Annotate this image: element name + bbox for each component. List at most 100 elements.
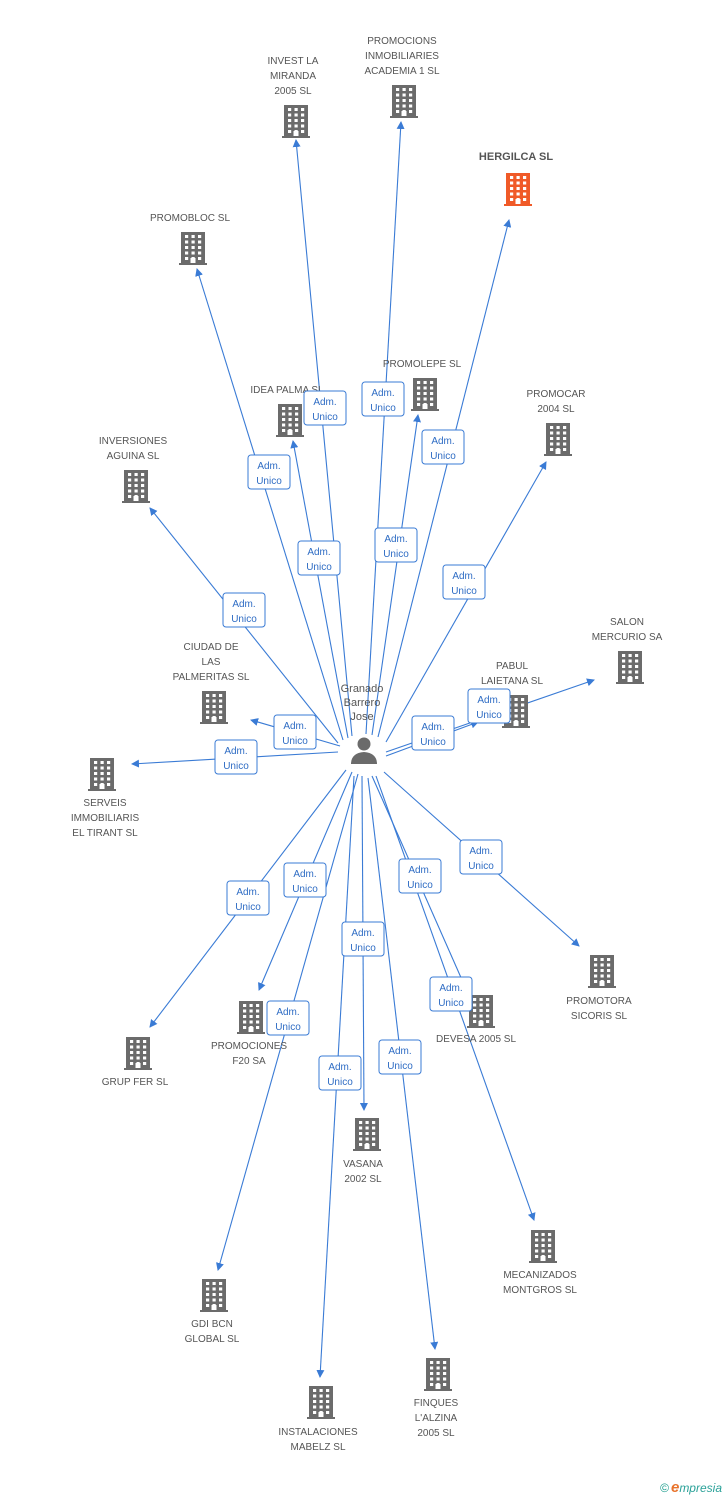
company-node-promolepe[interactable]: PROMOLEPE SL bbox=[383, 359, 462, 411]
relation-role-line-2: Unico bbox=[438, 998, 464, 1009]
relation-role-line-1: Adm. bbox=[328, 1062, 351, 1073]
company-node-mecanizados[interactable]: MECANIZADOS MONTGROS SL bbox=[503, 1230, 577, 1296]
company-label-gdi-line-1: GDI BCN bbox=[191, 1319, 233, 1330]
relation-role-line-1: Adm. bbox=[257, 461, 280, 472]
edge-hergilca bbox=[377, 219, 512, 738]
company-label-promocar-line-1: PROMOCAR bbox=[527, 389, 586, 400]
relation-label-mecanizados[interactable]: Adm.Unico bbox=[429, 976, 473, 1012]
company-node-promobloc[interactable]: PROMOBLOC SL bbox=[150, 213, 230, 265]
relation-role-line-2: Unico bbox=[420, 737, 446, 748]
company-label-serveis-line-3: EL TIRANT SL bbox=[72, 828, 138, 839]
relation-label-serveis[interactable]: Adm. Unico bbox=[214, 739, 258, 775]
relation-label-finques[interactable]: Adm. Unico bbox=[378, 1039, 422, 1075]
building-icon bbox=[467, 995, 495, 1028]
relation-label-mabelz[interactable]: Adm. Unico bbox=[318, 1055, 362, 1091]
company-label-salon-line-1: SALON bbox=[610, 617, 644, 628]
relation-label-pabul[interactable]: Adm. Unico bbox=[411, 715, 455, 751]
relation-role-line-1: Adm. bbox=[236, 887, 259, 898]
company-label-pabul-line-1: PABUL bbox=[496, 661, 528, 672]
building-icon bbox=[588, 955, 616, 988]
relation-role-line-2: Unico bbox=[350, 943, 376, 954]
relation-label-vasana[interactable]: Adm.Unico bbox=[341, 921, 385, 957]
relation-role-line-1: Adm. bbox=[224, 746, 247, 757]
company-node-gdi[interactable]: GDI BCN GLOBAL SL bbox=[185, 1279, 240, 1345]
company-node-aguina[interactable]: INVERSIONES AGUINA SL bbox=[99, 436, 168, 503]
relation-role-line-1: Adm. bbox=[421, 722, 444, 733]
company-label-hergilca-line-1: HERGILCA SL bbox=[479, 151, 553, 163]
center-name-line-1: Granado bbox=[341, 683, 384, 695]
relation-label-ideapalma[interactable]: Adm.Unico bbox=[297, 540, 341, 576]
company-node-devesa[interactable]: DEVESA 2005 SL bbox=[436, 995, 516, 1045]
company-label-devesa-line-1: DEVESA 2005 SL bbox=[436, 1034, 516, 1045]
relation-role-line-1: Adm. bbox=[388, 1046, 411, 1057]
relation-role-line-1: Adm. bbox=[408, 865, 431, 876]
relation-role-line-1: Adm. bbox=[384, 534, 407, 545]
building-icon bbox=[529, 1230, 557, 1263]
relation-role-line-1: Adm. bbox=[232, 599, 255, 610]
relation-role-line-2: Unico bbox=[312, 412, 338, 423]
relation-label-promocar[interactable]: Adm.Unico bbox=[442, 564, 486, 600]
relation-label-promotora[interactable]: Adm. Unico bbox=[459, 839, 503, 875]
relation-label-grupfer[interactable]: Adm. Unico bbox=[226, 880, 270, 916]
company-node-serveis[interactable]: SERVEIS IMMOBILIARIS EL TIRANT SL bbox=[71, 758, 140, 839]
building-icon bbox=[307, 1386, 335, 1419]
relation-role-line-2: Unico bbox=[387, 1061, 413, 1072]
relation-role-line-2: Unico bbox=[292, 884, 318, 895]
relation-role-line-2: Unico bbox=[468, 861, 494, 872]
company-label-aguina-line-2: AGUINA SL bbox=[107, 451, 160, 462]
building-icon bbox=[544, 423, 572, 456]
relation-label-devesa[interactable]: Adm.Unico bbox=[398, 858, 442, 894]
relation-role-line-1: Adm. bbox=[276, 1007, 299, 1018]
relation-role-line-1: Adm. bbox=[469, 846, 492, 857]
relation-role-line-2: Unico bbox=[327, 1077, 353, 1088]
copyright-symbol: © bbox=[660, 1481, 669, 1495]
building-icon bbox=[200, 691, 228, 724]
relation-label-academia[interactable]: Adm.Unico bbox=[361, 381, 405, 417]
center-person-node[interactable]: Granado Barrero Jose bbox=[341, 683, 384, 764]
company-label-mecanizados-line-2: MONTGROS SL bbox=[503, 1285, 577, 1296]
footer-brand[interactable]: ©empresia bbox=[660, 1479, 722, 1496]
company-label-promotora-line-1: PROMOTORA bbox=[566, 996, 632, 1007]
relation-label-invest[interactable]: Adm.Unico bbox=[303, 390, 347, 426]
building-icon bbox=[276, 404, 304, 437]
relation-label-gdi[interactable]: Adm.Unico bbox=[266, 1000, 310, 1036]
company-label-serveis-line-2: IMMOBILIARIS bbox=[71, 813, 140, 824]
company-node-grupfer[interactable]: GRUP FER SL bbox=[102, 1037, 169, 1088]
company-label-serveis-line-1: SERVEIS bbox=[83, 798, 126, 809]
relation-label-palmeritas[interactable]: Adm.Unico bbox=[273, 714, 317, 750]
relation-label-promobloc[interactable]: Adm.Unico bbox=[247, 454, 291, 490]
edge-promocar bbox=[385, 461, 547, 743]
relation-label-aguina[interactable]: Adm.Unico bbox=[222, 592, 266, 628]
relation-label-hergilca[interactable]: Adm.Unico bbox=[421, 429, 465, 465]
relation-label-f20[interactable]: Adm.Unico bbox=[283, 862, 327, 898]
company-node-hergilca[interactable]: HERGILCA SL bbox=[479, 151, 553, 206]
company-label-palmeritas-line-1: CIUDAD DE bbox=[183, 642, 238, 653]
company-label-academia-line-1: PROMOCIONS bbox=[367, 36, 437, 47]
company-label-mecanizados-line-1: MECANIZADOS bbox=[503, 1270, 577, 1281]
relation-role-line-2: Unico bbox=[223, 761, 249, 772]
relation-role-line-2: Unico bbox=[282, 736, 308, 747]
relation-role-line-1: Adm. bbox=[431, 436, 454, 447]
company-label-promolepe-line-1: PROMOLEPE SL bbox=[383, 359, 462, 370]
building-icon bbox=[124, 1037, 152, 1070]
building-icon bbox=[200, 1279, 228, 1312]
relation-label-promolepe[interactable]: Adm.Unico bbox=[374, 527, 418, 563]
company-node-ideapalma[interactable]: IDEA PALMA SL bbox=[250, 385, 324, 437]
relation-role-line-2: Unico bbox=[235, 902, 261, 913]
relation-label-salon[interactable]: Adm.Unico bbox=[467, 688, 511, 724]
company-label-aguina-line-1: INVERSIONES bbox=[99, 436, 168, 447]
company-label-pabul-line-2: LAIETANA SL bbox=[481, 676, 544, 687]
edge-ideapalma bbox=[290, 440, 349, 739]
company-label-gdi-line-2: GLOBAL SL bbox=[185, 1334, 240, 1345]
